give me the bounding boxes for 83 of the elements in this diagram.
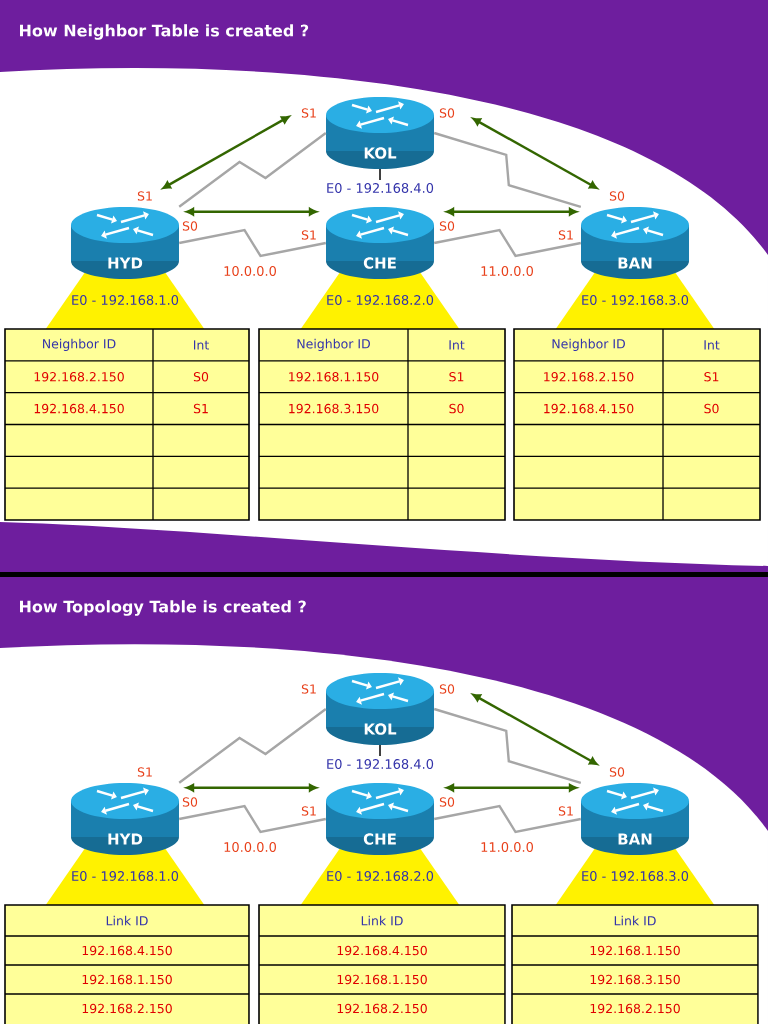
interface-label: S0 — [609, 767, 625, 777]
interface-label: S1 — [301, 108, 316, 118]
router: BAN — [581, 207, 689, 279]
interface-label: S0 — [704, 403, 719, 414]
ip-address: 192.168.3.150 — [289, 403, 379, 414]
network-address: E0 - 192.168.3.0 — [582, 871, 689, 881]
router: KOL — [326, 673, 434, 745]
serial-link — [178, 708, 327, 784]
column-header: Int — [704, 340, 720, 350]
network-label: 11.0.0.0 — [479, 841, 535, 853]
serial-link — [433, 707, 582, 784]
interface-label: S0 — [439, 108, 455, 118]
arrow — [445, 207, 578, 216]
network-address: E0 - 192.168.4.0 — [327, 759, 434, 769]
ip-address: 192.168.1.150 — [82, 974, 172, 985]
ip-address: 192.168.2.150 — [590, 1003, 680, 1014]
column-header: Int — [449, 340, 465, 350]
interface-label: S1 — [193, 403, 208, 414]
interface-label: S1 — [558, 806, 573, 816]
network-address: E0 - 192.168.2.0 — [327, 295, 434, 305]
interface-label: S1 — [301, 230, 316, 240]
ip-address: 192.168.1.150 — [590, 945, 680, 956]
interface-label: S0 — [439, 684, 455, 694]
interface-label: S0 — [439, 221, 455, 231]
ip-address: 192.168.4.150 — [544, 403, 634, 414]
router: BAN — [581, 783, 689, 855]
ip-address: 192.168.2.150 — [337, 1003, 427, 1014]
column-header: Neighbor ID — [297, 338, 370, 351]
arrow — [162, 115, 290, 190]
serial-link — [433, 804, 582, 834]
router: CHE — [326, 207, 434, 279]
column-header: Int — [193, 340, 209, 350]
network-address: E0 - 192.168.3.0 — [582, 295, 689, 305]
interface-label: S0 — [193, 372, 209, 382]
column-header: Neighbor ID — [552, 338, 625, 351]
interface-label: S0 — [182, 797, 198, 807]
interface-label: S1 — [301, 806, 316, 816]
router: KOL — [326, 97, 434, 169]
ip-address: 192.168.2.150 — [82, 1003, 172, 1014]
column-header: Link ID — [614, 915, 656, 926]
slide-title: How Topology Table is created ? — [20, 600, 306, 616]
interface-label: S1 — [449, 372, 464, 382]
interface-label: S1 — [137, 191, 152, 201]
router: HYD — [71, 783, 179, 855]
column-header: Link ID — [106, 915, 148, 926]
router: CHE — [326, 783, 434, 855]
ip-address: 192.168.4.150 — [82, 945, 172, 956]
arrow — [445, 783, 578, 792]
ip-address: 192.168.4.150 — [337, 945, 427, 956]
network-address: E0 - 192.168.1.0 — [72, 295, 179, 305]
interface-label: S1 — [301, 684, 316, 694]
ip-address: 192.168.1.150 — [337, 974, 427, 985]
interface-label: S0 — [182, 221, 198, 231]
network-label: 11.0.0.0 — [479, 265, 535, 277]
interface-label: S0 — [439, 797, 455, 807]
arrow — [472, 117, 598, 190]
slide-title: How Neighbor Table is created ? — [20, 24, 309, 40]
arrow — [185, 783, 318, 792]
network-label: 10.0.0.0 — [222, 841, 278, 853]
interface-label: S1 — [704, 372, 719, 382]
column-header: Link ID — [361, 915, 403, 926]
network-address: E0 - 192.168.4.0 — [327, 183, 434, 193]
serial-link — [433, 228, 582, 258]
ip-address: 192.168.1.150 — [289, 372, 379, 382]
interface-label: S1 — [137, 767, 152, 777]
interface-label: S0 — [449, 403, 464, 414]
network-address: E0 - 192.168.2.0 — [327, 871, 434, 881]
ip-address: 192.168.2.150 — [544, 372, 634, 382]
serial-link — [178, 132, 327, 208]
router: HYD — [71, 207, 179, 279]
serial-link — [178, 228, 327, 258]
column-header: Neighbor ID — [43, 338, 116, 351]
serial-link — [433, 131, 582, 208]
ip-address: 192.168.4.150 — [34, 403, 124, 414]
arrow — [472, 693, 598, 766]
interface-label: S0 — [609, 191, 625, 201]
network-address: E0 - 192.168.1.0 — [72, 871, 179, 881]
serial-link — [178, 804, 327, 834]
arrow — [185, 207, 318, 216]
interface-label: S1 — [558, 230, 573, 240]
ip-address: 192.168.2.150 — [34, 372, 124, 382]
network-label: 10.0.0.0 — [222, 265, 278, 277]
ip-address: 192.168.3.150 — [590, 974, 680, 985]
